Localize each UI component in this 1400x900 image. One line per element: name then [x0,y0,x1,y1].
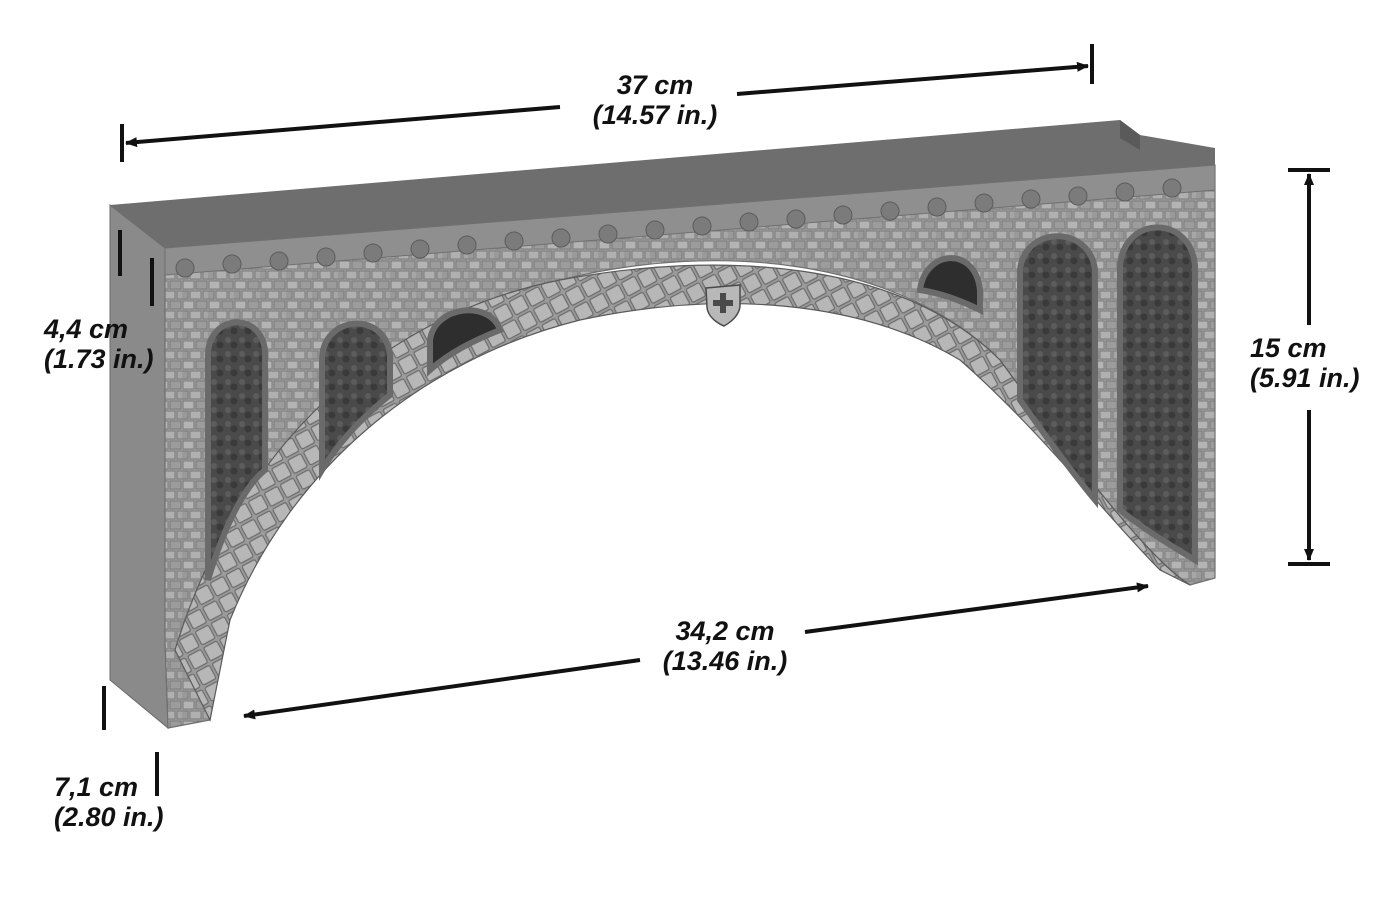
height-imperial: (5.91 in.) [1250,363,1360,393]
arch-opening-right-3 [1117,224,1198,566]
arch-opening-right-2 [1017,233,1098,509]
length-metric: 37 cm [616,70,694,100]
bridge-model [109,120,1216,730]
span-arrow-left [243,658,641,720]
length-arrow-left [125,105,561,148]
bridge-end-face [109,203,169,730]
arch-opening-right-1 [916,255,983,315]
deck-height-metric: 4,4 cm [44,314,129,344]
span-label: 34,2 cm (13.46 in.) [640,616,810,676]
depth-metric: 7,1 cm [54,772,139,802]
arch-openings [205,224,1198,581]
deck-height-imperial: (1.73 in.) [44,344,154,374]
depth-imperial: (2.80 in.) [54,802,164,832]
span-metric: 34,2 cm [675,616,775,646]
swiss-cross-shield-icon [705,284,741,327]
span-arrow-right [804,582,1149,634]
length-imperial: (14.57 in.) [592,100,718,130]
length-label: 37 cm (14.57 in.) [570,70,740,130]
main-arch-ring [174,264,1191,722]
arch-opening-left-1 [205,319,268,581]
height-label: 15 cm (5.91 in.) [1250,333,1360,393]
dimension-lines [102,44,1330,796]
bridge-deck-top [110,120,1215,248]
arch-opening-left-2 [319,320,393,481]
height-metric: 15 cm [1250,333,1327,363]
span-imperial: (13.46 in.) [662,646,788,676]
depth-label: 7,1 cm (2.80 in.) [54,772,164,832]
arch-opening-left-3 [427,307,504,377]
bridge-deck-rail [1120,120,1140,150]
deck-height-label: 4,4 cm (1.73 in.) [44,314,154,374]
cornice-arches [175,178,1182,278]
length-arrow-right [736,61,1089,96]
